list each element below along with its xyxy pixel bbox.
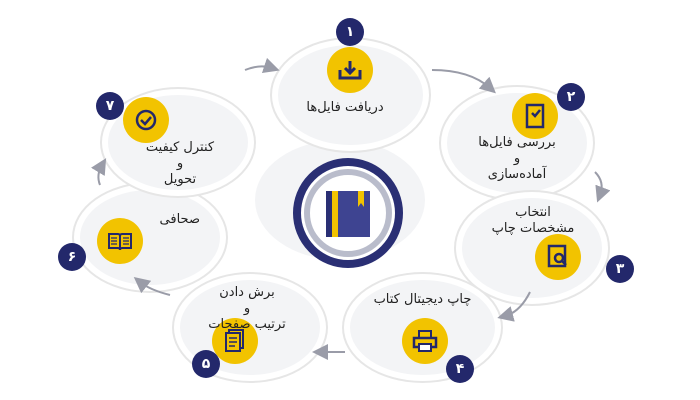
step-7-label: کنترل کیفیت و تحویل <box>145 140 215 187</box>
book-icon <box>322 185 376 243</box>
step-3-badge: ۳ <box>606 255 634 283</box>
pages-stack-icon <box>212 318 258 364</box>
step-5-badge: ۵ <box>192 350 220 378</box>
step-4-badge: ۴ <box>446 355 474 383</box>
step-5-label: برش دادن و ترتیب صفحات <box>208 285 286 332</box>
printer-icon <box>402 318 448 364</box>
check-circle-icon <box>123 97 169 143</box>
step-2-label: بررسی فایل‌ها و آماده‌سازی <box>478 135 556 182</box>
step-6-badge: ۶ <box>58 243 86 271</box>
step-4-label: چاپ دیجیتال کتاب <box>373 292 472 307</box>
step-1-label: دریافت فایل‌ها <box>306 100 384 115</box>
search-document-icon <box>535 234 581 280</box>
document-check-icon <box>512 93 558 139</box>
download-tray-icon <box>327 47 373 93</box>
step-3-label: انتخاب مشخصات چاپ <box>491 205 575 236</box>
open-book-icon <box>97 218 143 264</box>
step-7-badge: ۷ <box>96 92 124 120</box>
step-1-badge: ۱ <box>336 18 364 46</box>
step-2-badge: ۲ <box>557 83 585 111</box>
step-6-label: صحافی <box>159 212 200 227</box>
